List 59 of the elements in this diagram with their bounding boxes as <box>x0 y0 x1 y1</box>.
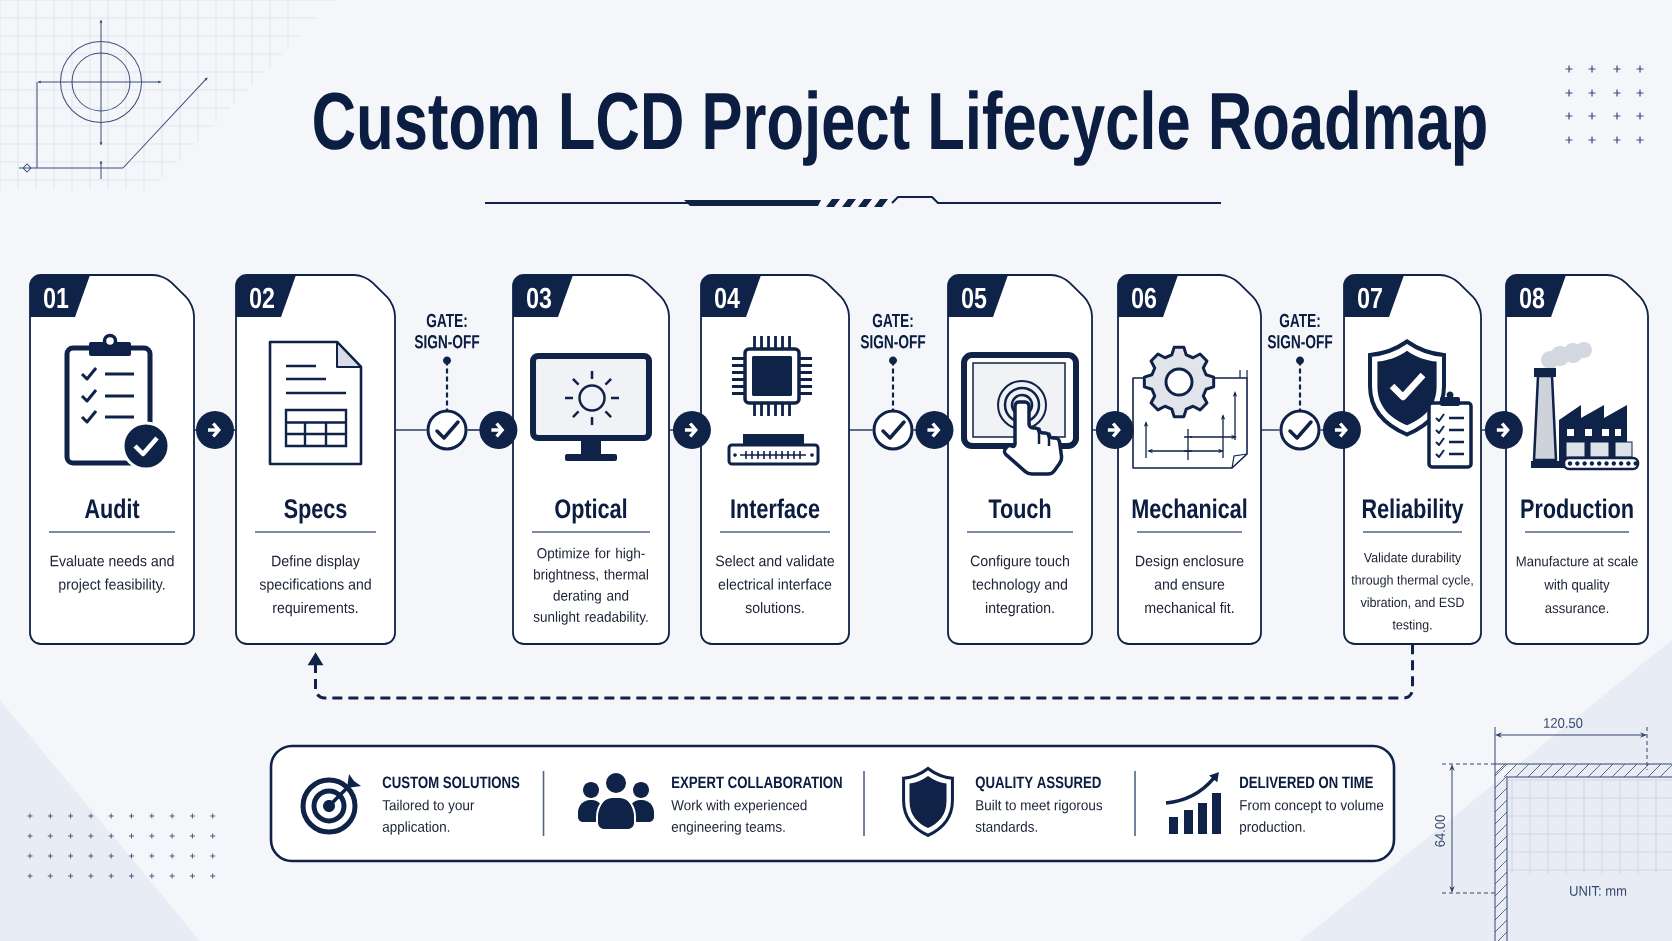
feature-text: Tailored to your application. <box>382 799 475 835</box>
number-tab: 03 <box>513 275 573 317</box>
unit-label: UNIT: mm <box>1570 886 1627 896</box>
step-title: Audit <box>84 498 140 519</box>
arrow-connector <box>912 411 954 449</box>
arrow-connector <box>1091 411 1134 449</box>
arrow-connector <box>668 411 711 449</box>
gate-label: GATE: SIGN-OFF <box>1267 313 1333 349</box>
connector-line <box>848 429 874 431</box>
number-tab: 04 <box>701 275 761 317</box>
step-card <box>1505 274 1649 645</box>
step-description: Configure touch technology and integration. <box>970 555 1069 617</box>
gate-label: GATE: SIGN-OFF <box>860 313 926 349</box>
feedback-arrow <box>307 644 1414 700</box>
number-tab: 01 <box>30 275 90 317</box>
arrow-connector <box>193 411 237 449</box>
gate-label: GATE: SIGN-OFF <box>414 313 480 349</box>
connector-line <box>1260 429 1281 431</box>
step-description: Optimize for high-brightness, thermal derating and sunlight readability. <box>533 547 648 625</box>
feature-text: From concept to volume production. <box>1240 799 1384 835</box>
step-title: Production <box>1521 498 1633 519</box>
step-card <box>1117 274 1262 645</box>
step-description: Manufacture at scale with quality assurance. <box>1516 555 1638 614</box>
step-title: Specs <box>284 499 347 524</box>
step-description: Select and validate electrical interface solutions. <box>715 555 835 614</box>
dimension-label: 120.50 <box>1544 718 1583 728</box>
step-card <box>235 274 396 645</box>
arrow-connector <box>466 411 518 449</box>
arrow-connector <box>1319 411 1361 449</box>
step-description: Define display specifications and requirements. <box>259 555 371 617</box>
step-card <box>1343 274 1482 645</box>
number-tab: 06 <box>1118 275 1178 317</box>
number-tab: 07 <box>1344 275 1404 317</box>
number-tab: 08 <box>1506 275 1566 317</box>
feature-heading: QUALITY ASSURED <box>975 776 1101 792</box>
step-title: Mechanical <box>1132 498 1247 519</box>
step-card <box>512 274 670 645</box>
feature-heading: CUSTOM SOLUTIONS <box>382 776 520 789</box>
number-tab: 05 <box>948 275 1008 317</box>
step-title: Reliability <box>1362 498 1464 524</box>
step-title: Touch <box>988 498 1051 519</box>
feature-band <box>269 744 1396 863</box>
step-card <box>947 274 1093 645</box>
step-description: Validate durability through thermal cycle, vibration, and ESD testing. <box>1351 552 1473 633</box>
step-card <box>29 274 195 645</box>
step-description: Design enclosure and ensure mechanical fit. <box>1136 555 1244 614</box>
step-title: Interface <box>731 498 820 519</box>
connector-line <box>394 429 428 431</box>
feature-heading: DELIVERED ON TIME <box>1240 776 1373 789</box>
feature-text: Work with experienced engineering teams. <box>671 799 807 835</box>
feature-text: Built to meet rigorous standards. <box>975 799 1103 832</box>
arrow-connector <box>1480 411 1523 449</box>
title: Custom LCD Project Lifecycle Roadmap <box>314 90 1486 166</box>
step-description: Evaluate needs and project feasibility. <box>50 555 174 593</box>
number-tab: 02 <box>236 275 296 317</box>
step-card <box>700 274 850 645</box>
step-title: Optical <box>555 498 627 524</box>
feature-heading: EXPERT COLLABORATION <box>672 776 842 789</box>
dimension-label: 64.00 <box>1435 815 1445 847</box>
